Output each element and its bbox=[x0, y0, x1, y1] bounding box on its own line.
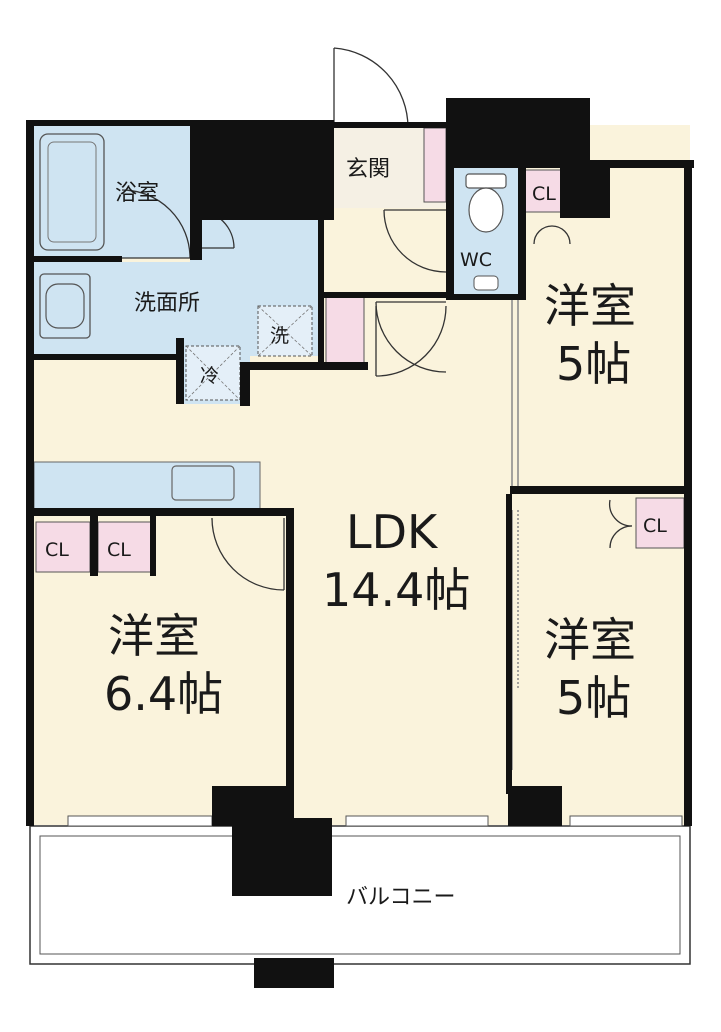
western-se-size: 5帖 bbox=[556, 671, 631, 725]
western-ne-size: 5帖 bbox=[556, 337, 631, 391]
balcony-floor bbox=[29, 825, 691, 965]
ldk-door-2 bbox=[375, 305, 447, 377]
ldk-name: LDK bbox=[346, 505, 439, 559]
hall-door bbox=[383, 209, 447, 273]
pillar-bottom-right bbox=[508, 786, 562, 826]
closet-wc-label: CL bbox=[532, 183, 556, 205]
wall-washroom-right bbox=[240, 366, 250, 406]
wall-right-top bbox=[600, 160, 694, 168]
window-se bbox=[569, 815, 683, 827]
closet-se bbox=[635, 497, 685, 549]
wall-top-left bbox=[26, 120, 196, 126]
closet-se-door bbox=[608, 499, 633, 549]
closet-w1 bbox=[35, 521, 91, 573]
balcony-label: バルコニー bbox=[346, 885, 456, 910]
western-w-size: 6.4帖 bbox=[104, 667, 223, 721]
shoe-closet bbox=[423, 127, 447, 203]
bath-label: 浴室 bbox=[115, 181, 159, 206]
western-ne-name: 洋室 bbox=[544, 279, 636, 333]
closet-w1-label: CL bbox=[45, 539, 69, 561]
western-w-door bbox=[211, 517, 285, 591]
wall-w-right bbox=[286, 508, 294, 818]
window-ldk bbox=[345, 815, 489, 827]
kitchen-sink bbox=[171, 465, 235, 501]
closets bbox=[35, 127, 685, 573]
pillar-top-right-2 bbox=[560, 160, 610, 218]
fixtures bbox=[39, 133, 507, 401]
wall-closet-div bbox=[90, 516, 98, 576]
ldk-door bbox=[375, 301, 447, 373]
closet-se-label: CL bbox=[643, 515, 667, 537]
bathtub-inner bbox=[47, 141, 97, 243]
pillar-balcony bbox=[254, 958, 334, 988]
wall-w-top bbox=[30, 508, 292, 516]
toilet-basin bbox=[473, 275, 499, 291]
wall-se-left bbox=[506, 494, 512, 794]
walls bbox=[26, 98, 694, 988]
wash-basin-icon bbox=[39, 273, 91, 339]
closet-wc-door bbox=[533, 225, 571, 245]
pillar-top-right bbox=[446, 98, 590, 168]
wall-toilet-left bbox=[446, 168, 454, 300]
fridge-x1 bbox=[185, 345, 241, 401]
entrance-label: 玄関 bbox=[346, 157, 390, 182]
toilet-icon bbox=[468, 187, 504, 233]
doors bbox=[121, 47, 633, 591]
wall-fridge-left bbox=[176, 338, 184, 404]
pillar-bottom-center bbox=[232, 818, 332, 896]
wall-closet-div2 bbox=[150, 516, 156, 576]
wall-bath-bottom bbox=[30, 256, 122, 262]
bath-door bbox=[121, 189, 191, 259]
front-door bbox=[333, 47, 409, 129]
toilet-label: WC bbox=[460, 249, 492, 271]
fridge-x2 bbox=[185, 345, 241, 401]
labels: 浴室 洗面所 玄関 WC 洗 冷 CL CL CL CL 洋室 5帖 LDK 1… bbox=[45, 157, 667, 910]
closet-w2-label: CL bbox=[107, 539, 131, 561]
western-w-name: 洋室 bbox=[108, 609, 200, 663]
washroom-label: 洗面所 bbox=[134, 291, 200, 316]
balcony-inner bbox=[39, 835, 681, 955]
wall-washroom-bottom-2 bbox=[240, 362, 368, 370]
wall-left bbox=[26, 120, 34, 826]
pillar-top-center bbox=[196, 120, 334, 220]
hall-closet bbox=[325, 295, 365, 367]
wall-toilet-right bbox=[518, 168, 526, 300]
washer-label: 洗 bbox=[270, 325, 289, 347]
bathtub-icon bbox=[39, 133, 105, 251]
wall-toilet-bottom bbox=[446, 294, 524, 300]
western-se-name: 洋室 bbox=[544, 613, 636, 667]
wall-entrance-bottom bbox=[324, 292, 448, 298]
fridge-label: 冷 bbox=[200, 365, 219, 387]
wash-basin-bowl bbox=[45, 283, 85, 329]
wall-entrance-top bbox=[334, 122, 452, 128]
washer-x2 bbox=[257, 305, 313, 357]
toilet-tank bbox=[465, 173, 507, 189]
wall-washroom-right-2 bbox=[318, 210, 324, 370]
ldk-size: 14.4帖 bbox=[322, 563, 470, 617]
wall-washroom-bottom bbox=[30, 354, 180, 360]
wall-ne-bottom bbox=[510, 486, 690, 494]
